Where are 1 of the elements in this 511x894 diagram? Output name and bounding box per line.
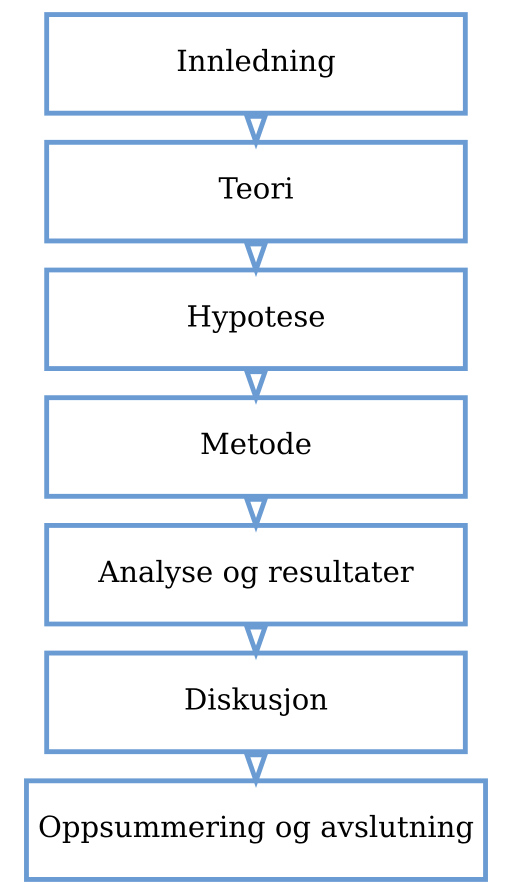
- node-box: Oppsummering og avslutning: [24, 778, 488, 882]
